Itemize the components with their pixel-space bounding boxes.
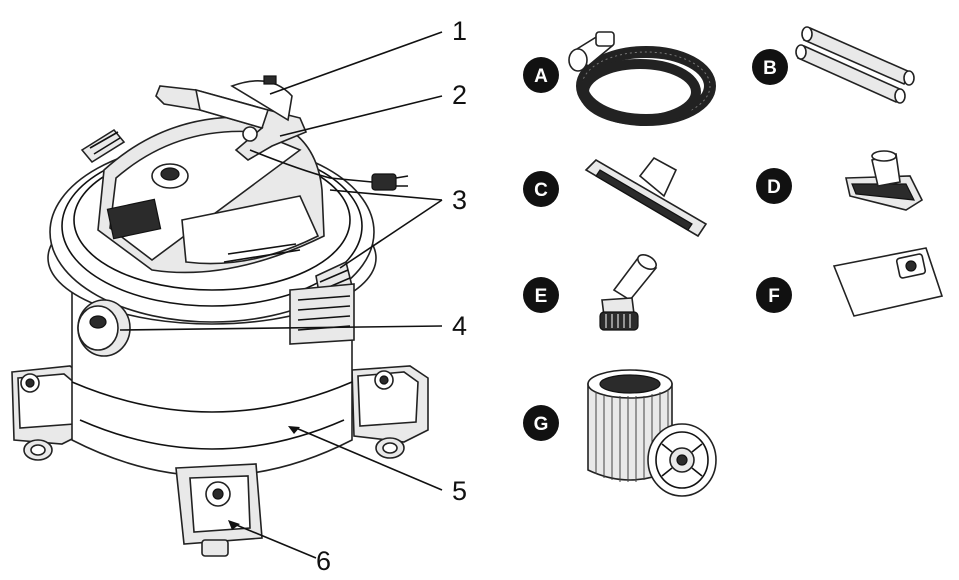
badge-e-label: E: [535, 286, 548, 307]
badge-d: [756, 168, 792, 204]
canister: [71, 289, 353, 477]
lid-latch-left: [80, 128, 126, 164]
accessory-f-filter-bag: F: [756, 247, 944, 317]
callout-6: 6: [316, 546, 331, 576]
badge-f-label: F: [768, 286, 780, 307]
accessory-g-cartridge-filter: G: [523, 369, 717, 497]
badge-c-label: C: [534, 180, 548, 201]
power-cord: [249, 149, 409, 191]
badge-f: [756, 277, 792, 313]
caster-right: [351, 365, 429, 459]
blower-port: [77, 299, 131, 357]
badge-g-label: G: [534, 414, 549, 435]
accessory-d-utility-nozzle: D: [756, 150, 924, 211]
callout-5: 5: [452, 476, 467, 506]
drain-port: [175, 463, 263, 557]
accessory-c-floor-nozzle: C: [523, 156, 708, 238]
accessory-e-dusting-brush: E: [523, 253, 658, 331]
badge-a: [523, 57, 559, 93]
badge-g: [523, 405, 559, 441]
shop-vacuum-illustration: [11, 75, 429, 557]
badge-b-label: B: [763, 58, 777, 79]
badge-a-label: A: [534, 66, 548, 87]
callout-1: 1: [452, 16, 467, 46]
badge-e: [523, 277, 559, 313]
caster-left: [11, 365, 87, 461]
callout-2: 2: [452, 80, 467, 110]
callout-leaders: [119, 31, 443, 559]
motor-head: [97, 116, 325, 274]
filter-vent: [289, 283, 355, 345]
callout-4: 4: [452, 311, 467, 341]
carry-handle: [155, 75, 308, 161]
callout-3: 3: [452, 185, 467, 215]
badge-d-label: D: [767, 177, 781, 198]
accessory-a-hose: A: [523, 31, 716, 126]
badge-c: [523, 171, 559, 207]
accessory-b-wands: B: [752, 26, 915, 104]
badge-b: [752, 49, 788, 85]
